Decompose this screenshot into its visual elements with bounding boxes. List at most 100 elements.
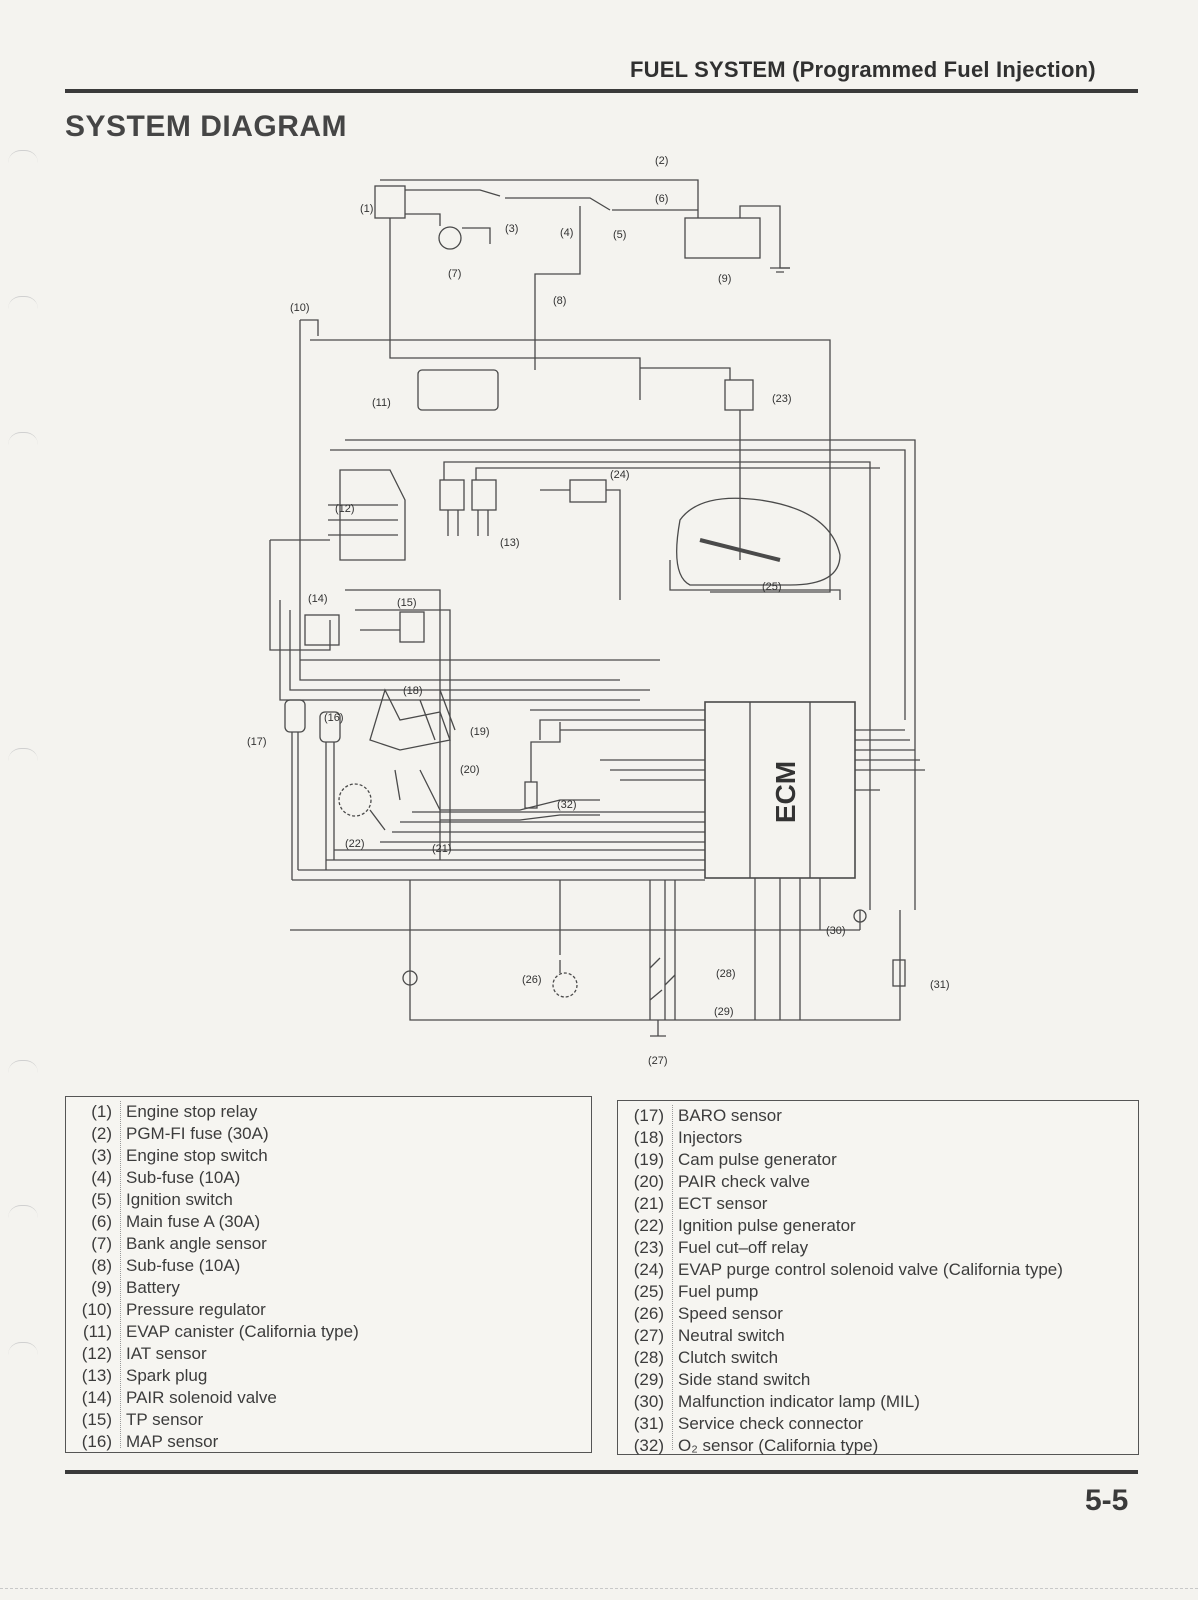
legend-label: ECT sensor: [678, 1194, 768, 1213]
service-check-connector: [892, 959, 906, 987]
legend-num: (12): [81, 1344, 112, 1363]
callout: (29): [714, 1006, 734, 1018]
legend-num: (30): [633, 1392, 664, 1411]
engine-stop-relay: [374, 185, 406, 219]
baro-sensor: [284, 699, 306, 733]
margin-mark: [8, 432, 38, 445]
legend-num: (22): [633, 1216, 664, 1235]
legend-num: (13): [81, 1366, 112, 1385]
callout: (20): [460, 764, 480, 776]
legend-item: (6)Main fuse A (30A): [66, 1211, 591, 1232]
legend-label: Spark plug: [126, 1366, 208, 1385]
legend-item: (19)Cam pulse generator: [618, 1149, 1138, 1170]
legend-item: (1) Engine stop relay: [66, 1101, 591, 1122]
legend-num: (23): [633, 1238, 664, 1257]
legend-right: (17)BARO sensor (18)Injectors (19)Cam pu…: [617, 1100, 1139, 1455]
legend-num: (1): [91, 1102, 112, 1121]
pair-solenoid-valve: [304, 614, 340, 646]
legend-label: Ignition pulse generator: [678, 1216, 856, 1235]
legend-item: (31)Service check connector: [618, 1413, 1138, 1434]
callout: (5): [613, 229, 626, 241]
callout: (31): [930, 979, 950, 991]
legend-label: Injectors: [678, 1128, 743, 1147]
callout: (6): [655, 193, 668, 205]
legend-num: (16): [81, 1432, 112, 1451]
legend-label: Fuel cut–off relay: [678, 1238, 809, 1257]
legend-item: (3)Engine stop switch: [66, 1145, 591, 1166]
legend-label: MAP sensor: [126, 1432, 219, 1451]
legend-item: (23) Fuel cut–off relay: [618, 1237, 1138, 1258]
fuel-tank: [676, 497, 841, 586]
legend-label: Battery: [126, 1278, 180, 1297]
page-number: 5-5: [1085, 1484, 1129, 1517]
map-sensor: [319, 711, 341, 743]
airbox: [339, 469, 406, 561]
callout: (14): [308, 593, 328, 605]
margin-mark: [8, 150, 38, 163]
footer-rule: [65, 1470, 1138, 1474]
legend-item: (14)PAIR solenoid valve: [66, 1387, 591, 1408]
legend-item: (26)Speed sensor: [618, 1303, 1138, 1324]
legend-label: Ignition switch: [126, 1190, 233, 1209]
callout: (32): [557, 799, 577, 811]
legend-num: (4): [91, 1168, 112, 1187]
legend-item: (16) MAP sensor: [66, 1431, 591, 1452]
legend-divider: [120, 1101, 121, 1448]
legend-item: (12) IAT sensor: [66, 1343, 591, 1364]
mil-lamp: [853, 909, 867, 923]
legend-item: (9)Battery: [66, 1277, 591, 1298]
legend-item: (21) ECT sensor: [618, 1193, 1138, 1214]
evap-purge-valve: [569, 479, 607, 503]
bank-angle-sensor: [438, 226, 462, 250]
legend-num: (21): [633, 1194, 664, 1213]
callout: (8): [553, 295, 566, 307]
callout: (25): [762, 581, 782, 593]
legend-label: Cam pulse generator: [678, 1150, 837, 1169]
legend-label: PAIR check valve: [678, 1172, 810, 1191]
legend-num: (17): [633, 1106, 664, 1125]
page-title: SYSTEM DIAGRAM: [65, 110, 348, 143]
legend-num: (25): [633, 1282, 664, 1301]
legend-item: (30) Malfunction indicator lamp (MIL): [618, 1391, 1138, 1412]
callout: (3): [505, 223, 518, 235]
legend-label: TP sensor: [126, 1410, 204, 1429]
legend-num: (5): [91, 1190, 112, 1209]
legend-item: (24)EVAP purge control solenoid valve (C…: [618, 1259, 1138, 1280]
header-rule: [65, 89, 1138, 93]
callout: (30): [826, 925, 846, 937]
o2-sensor: [524, 781, 538, 809]
legend-item: (8)Sub-fuse (10A): [66, 1255, 591, 1276]
legend-label: Malfunction indicator lamp (MIL): [678, 1392, 920, 1411]
legend-left: (1)Engine stop relay (2)PGM-FI fuse (30A…: [65, 1096, 592, 1453]
legend-item: (11)EVAP canister (California type): [66, 1321, 591, 1342]
legend-num: (26): [633, 1304, 664, 1323]
legend-label: Engine stop relay: [126, 1102, 258, 1121]
legend-num: (15): [81, 1410, 112, 1429]
margin-mark: [8, 1342, 38, 1355]
legend-item: (15) TP sensor: [66, 1409, 591, 1430]
ecm-label: ECM: [770, 761, 801, 823]
callout: (21): [432, 843, 452, 855]
callout: (26): [522, 974, 542, 986]
callout: (2): [655, 155, 668, 167]
callout: (28): [716, 968, 736, 980]
legend-label: EVAP canister (California type): [126, 1322, 359, 1341]
legend-label: Service check connector: [678, 1414, 864, 1433]
wiring-diagram: (1) (2) (3) (4) (5) (6) (7) (8) (9) (10)…: [247, 155, 950, 1067]
legend-item: (17)BARO sensor: [618, 1105, 1138, 1126]
legend-label: IAT sensor: [126, 1344, 207, 1363]
legend-num: (6): [91, 1212, 112, 1231]
ignition-coil: [439, 479, 465, 511]
legend-num: (3): [91, 1146, 112, 1165]
legend-num: (8): [91, 1256, 112, 1275]
callout: (9): [718, 273, 731, 285]
ground-connector: [402, 970, 418, 986]
legend-num: (14): [81, 1388, 112, 1407]
callout: (7): [448, 268, 461, 280]
legend-item: (32)O₂ sensor (California type): [618, 1435, 1138, 1456]
ignition-coil: [471, 479, 497, 511]
legend-label: Clutch switch: [678, 1348, 779, 1367]
legend-item: (4)Sub-fuse (10A): [66, 1167, 591, 1188]
legend-num: (7): [91, 1234, 112, 1253]
legend-num: (28): [633, 1348, 664, 1367]
